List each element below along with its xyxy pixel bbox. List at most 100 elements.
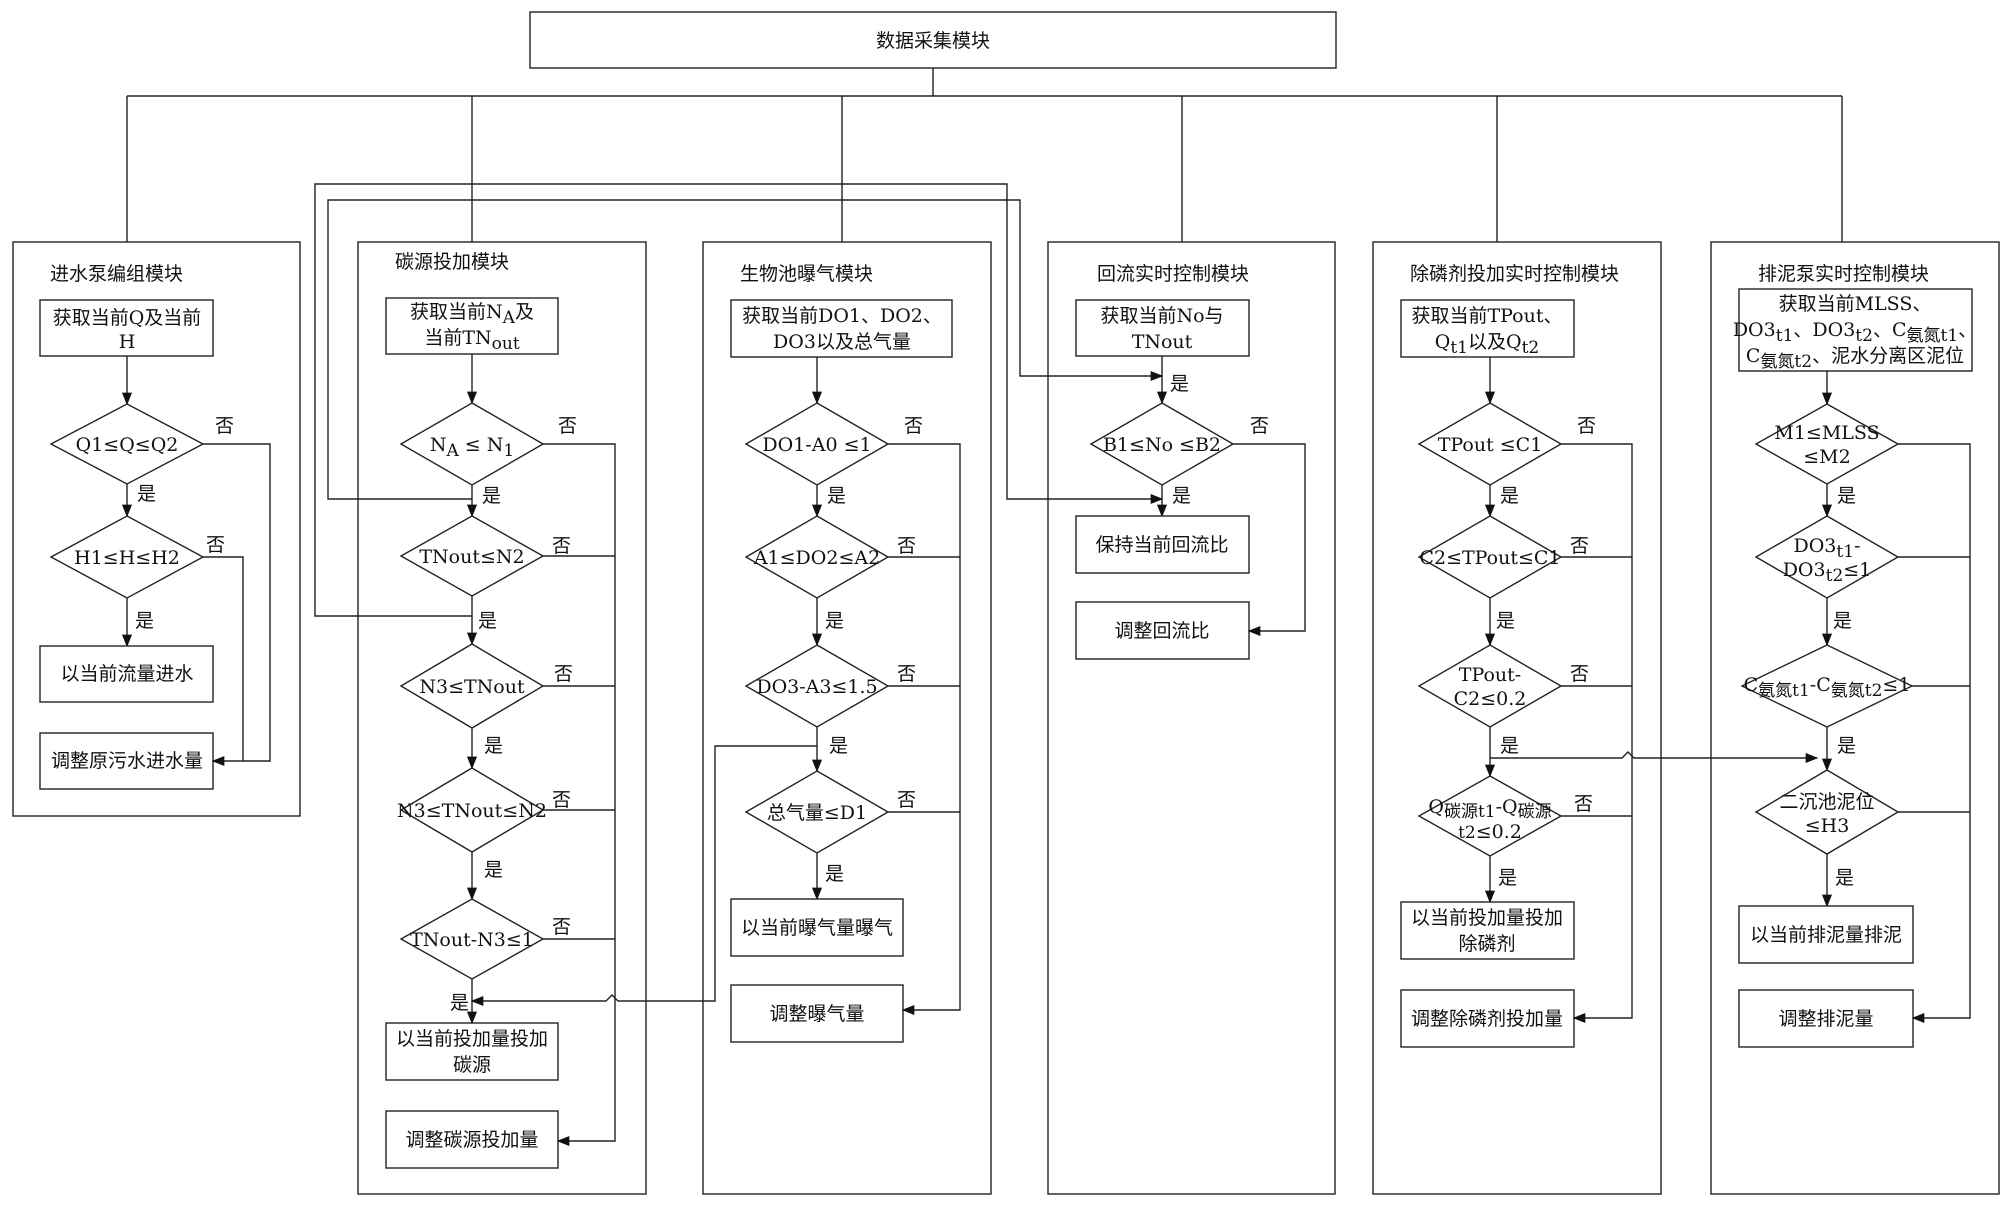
m2-ok-line2: 碳源	[453, 1054, 491, 1076]
m4-adjust-text: 调整回流比	[1114, 620, 1209, 642]
module-3-aeration: 生物池曝气模块 获取当前DO1、DO2、 DO3以及总气量 DO1-A0 ≤1 …	[730, 263, 961, 1043]
m4-get-line1: 获取当前No与	[1100, 305, 1223, 327]
m2-no-4: 否	[552, 789, 571, 811]
m3-get-line2: DO3以及总气量	[773, 331, 911, 353]
module-6-sludge-pump: 排泥泵实时控制模块 获取当前MLSS、 DO3t1、DO3t2、C氨氮t1、 C…	[1733, 263, 1977, 1048]
m6-yes-3: 是	[1837, 735, 1856, 757]
m2-no-1: 否	[558, 415, 577, 437]
m1-yes-1: 是	[137, 483, 156, 505]
m5-decision-2-text: C2≤TPout≤C1	[1419, 547, 1560, 569]
m5-yes-1: 是	[1500, 485, 1519, 507]
m2-decision-1-text: NA ≤ N1	[430, 434, 514, 461]
module-5-title: 除磷剂投加实时控制模块	[1410, 263, 1619, 285]
module-1-frame	[12, 241, 301, 817]
m6-yes-4: 是	[1835, 867, 1854, 889]
cross-link-lines	[314, 183, 1819, 1007]
m6-decision-4-line1: 二沉池泥位	[1779, 791, 1874, 813]
module-5-phosphorus-dosing: 除磷剂投加实时控制模块 获取当前TPout、 Qt1以及Qt2 TPout ≤C…	[1400, 263, 1633, 1048]
m6-ok-box	[1738, 905, 1914, 964]
module-3-title: 生物池曝气模块	[740, 263, 873, 285]
m3-decision-3-text: DO3-A3≤1.5	[756, 676, 877, 698]
m1-no-1: 否	[215, 415, 234, 437]
m5-get-line2: Qt1以及Qt2	[1435, 331, 1539, 358]
m1-yes-2: 是	[135, 610, 154, 632]
m5-decision-1-text: TPout ≤C1	[1438, 434, 1543, 456]
m1-get-line2: H	[119, 331, 136, 353]
m1-decision-h-text: H1≤H≤H2	[74, 547, 180, 569]
data-acquisition-title: 数据采集模块	[876, 30, 990, 52]
m5-get-line1: 获取当前TPout、	[1412, 305, 1563, 327]
m3-ok-text: 以当前曝气量曝气	[741, 917, 893, 939]
m2-yes-3: 是	[484, 735, 503, 757]
module-2-title: 碳源投加模块	[395, 251, 509, 273]
module-5-frame	[1372, 241, 1662, 1195]
m1-adjust-text: 调整原污水进水量	[51, 750, 203, 772]
m3-adjust-box	[730, 984, 904, 1043]
module-6-frame	[1710, 241, 2000, 1195]
m3-yes-2: 是	[825, 610, 844, 632]
m2-yes-4: 是	[484, 859, 503, 881]
m5-ok-line2: 除磷剂	[1458, 933, 1515, 955]
m3-ok-box	[730, 898, 904, 957]
m6-yes-2: 是	[1833, 610, 1852, 632]
module-4-return-flow: 回流实时控制模块 获取当前No与 TNout 是 B1≤No ≤B2 是 保持当…	[1075, 263, 1306, 660]
m2-decision-3-text: N3≤TNout	[419, 676, 525, 698]
m5-no-3: 否	[1570, 663, 1589, 685]
m3-no-1: 否	[904, 415, 923, 437]
m6-adjust-box	[1738, 989, 1914, 1048]
m1-adjust-box	[39, 732, 214, 790]
m3-no-3: 否	[897, 663, 916, 685]
m5-ok-line1: 以当前投加量投加	[1411, 907, 1563, 929]
m5-no-2: 否	[1570, 535, 1589, 557]
m5-decision-3-line1: TPout-	[1459, 664, 1521, 686]
data-acquisition-box	[529, 11, 1337, 69]
m2-get-line1: 获取当前NA及	[410, 301, 534, 328]
m5-ok-box	[1400, 901, 1575, 960]
m6-decision-2-line2: DO3t2≤1	[1783, 559, 1872, 586]
module-1-title: 进水泵编组模块	[50, 263, 183, 285]
m6-yes-1: 是	[1837, 485, 1856, 507]
m5-get-box	[1400, 299, 1575, 358]
module-6-title: 排泥泵实时控制模块	[1758, 263, 1929, 285]
m6-decision-4-line2: ≤H3	[1805, 815, 1850, 837]
distribution-lines	[126, 68, 1843, 242]
m2-decision-5-text: TNout-N3≤1	[410, 929, 534, 951]
m2-yes-1: 是	[482, 485, 501, 507]
m5-no-4: 否	[1574, 793, 1593, 815]
m1-no-2: 否	[206, 534, 225, 556]
m2-no-3: 否	[554, 663, 573, 685]
m5-decision-4-line2: t2≤0.2	[1458, 821, 1522, 843]
m4-no-1: 否	[1250, 415, 1269, 437]
m5-yes-4: 是	[1498, 867, 1517, 889]
m4-get-box	[1075, 299, 1250, 357]
m6-ok-text: 以当前排泥量排泥	[1750, 924, 1902, 946]
m5-adjust-text: 调整除磷剂投加量	[1411, 1008, 1563, 1030]
m2-adjust-text: 调整碳源投加量	[405, 1129, 538, 1151]
m5-yes-3: 是	[1500, 735, 1519, 757]
m4-ok-text: 保持当前回流比	[1095, 534, 1228, 556]
m1-ok-text: 以当前流量进水	[60, 663, 193, 685]
m3-yes-3: 是	[829, 735, 848, 757]
m1-get-box	[39, 299, 214, 357]
m3-yes-1: 是	[827, 485, 846, 507]
m3-no-4: 否	[897, 789, 916, 811]
module-4-title: 回流实时控制模块	[1097, 263, 1249, 285]
m4-get-line2: TNout	[1132, 331, 1193, 353]
m5-decision-3	[1417, 644, 1563, 728]
m3-yes-4: 是	[825, 863, 844, 885]
m2-no-2: 否	[552, 535, 571, 557]
module-1-inlet-pump: 进水泵编组模块 获取当前Q及当前 H Q1≤Q≤Q2 是 H1≤H≤H2 是 以…	[39, 263, 271, 790]
m2-decision-2-text: TNout≤N2	[419, 546, 524, 568]
m2-yes-5: 是	[450, 992, 469, 1014]
m1-ok-box	[39, 645, 214, 703]
m2-get-line2: 当前TNout	[424, 327, 519, 354]
m6-get-line1: 获取当前MLSS、	[1779, 293, 1932, 315]
module-4-frame	[1047, 241, 1336, 1195]
m6-decision-1-line2: ≤M2	[1803, 446, 1850, 468]
module-3-frame	[702, 241, 992, 1195]
m6-get-line2: DO3t1、DO3t2、C氨氮t1、	[1733, 319, 1977, 346]
module-2-frame	[357, 241, 647, 1195]
m5-no-1: 否	[1577, 415, 1596, 437]
m6-adjust-text: 调整排泥量	[1778, 1008, 1873, 1030]
